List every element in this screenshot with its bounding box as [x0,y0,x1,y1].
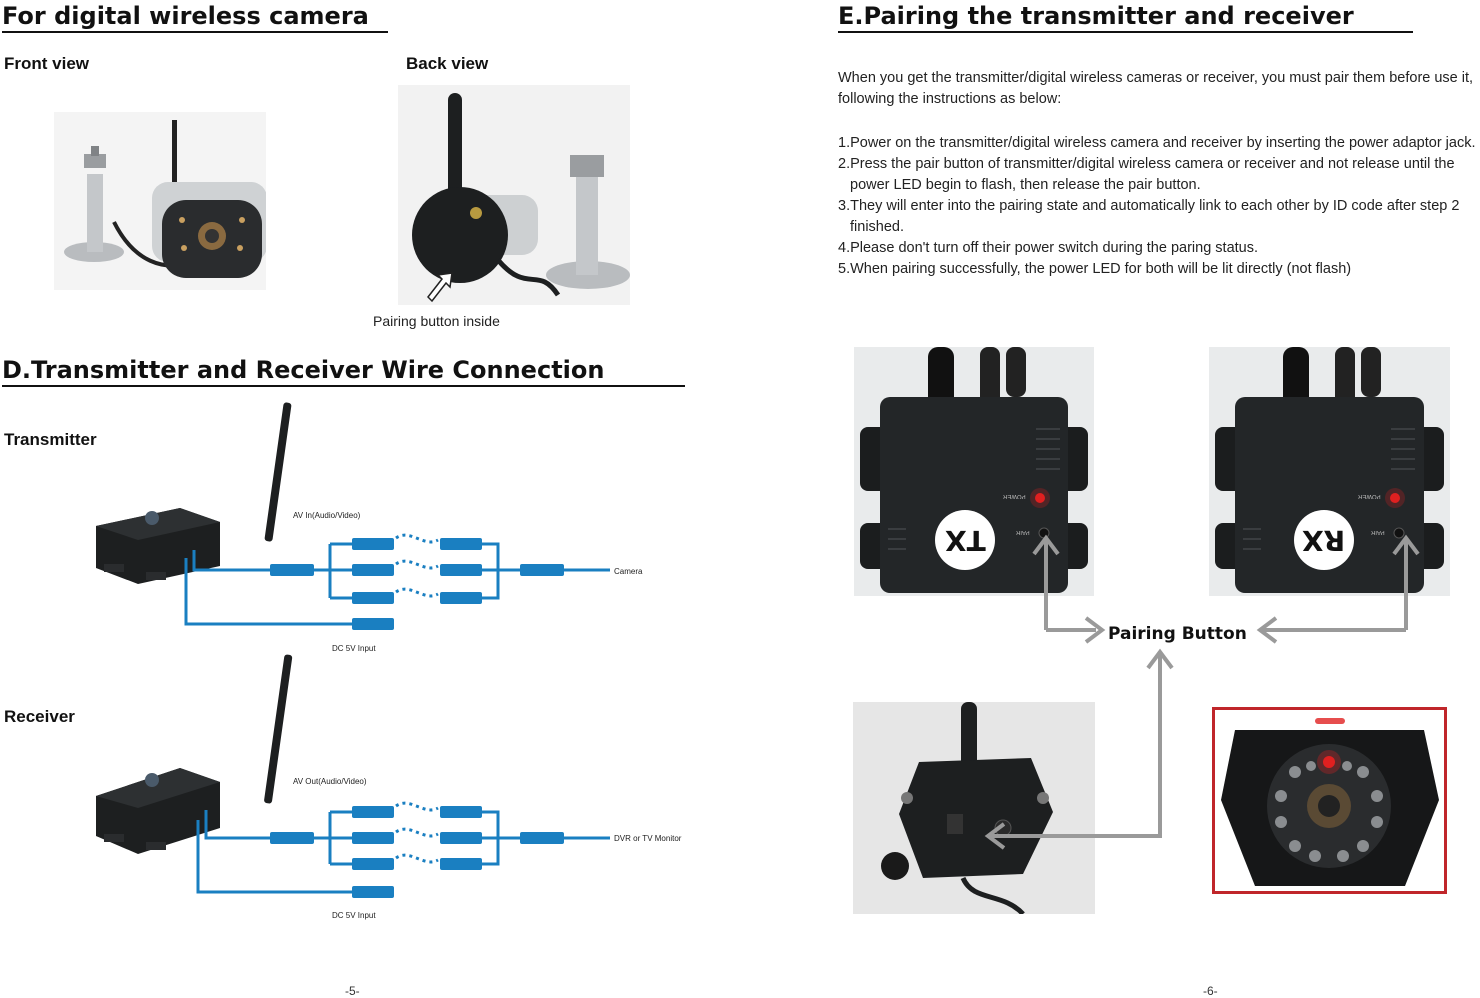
pairing-intro-text: When you get the transmitter/digital wir… [838,70,1474,107]
transmitter-dc-input-label: DC 5V Input [332,644,376,653]
front-view-label: Front view [4,54,90,73]
rx-badge: RX [1294,510,1354,570]
receiver-device [96,654,293,854]
camera-front-photo [54,112,266,290]
rx-device-photo [1209,347,1450,596]
transmitter-label: Transmitter [4,430,97,449]
pairing-button-inside-caption: Pairing button inside [373,313,500,329]
back-view-label: Back view [406,54,489,73]
pairing-step: 5.When pairing successfully, the power L… [838,261,1352,277]
receiver-av-out-label: AV Out(Audio/Video) [293,777,367,786]
pairing-section-heading: E.Pairing the transmitter and receiver [838,2,1413,33]
receiver-dvr-monitor-label: DVR or TV Monitor [614,834,682,843]
pairing-step: 1.Power on the transmitter/digital wirel… [838,135,1476,151]
camera-back-photo [398,85,630,305]
camera-front-led-photo [1212,707,1447,894]
pairing-step: 2.Press the pair button of transmitter/d… [838,156,1455,193]
tx-power-label: POWER [1003,493,1026,499]
transmitter-av-in-label: AV In(Audio/Video) [293,511,361,520]
page-number-left: -5- [345,984,360,998]
camera-section-heading: For digital wireless camera [2,2,388,33]
wiring-section-heading: D.Transmitter and Receiver Wire Connecti… [2,356,685,387]
receiver-label: Receiver [4,707,75,726]
receiver-wiring-diagram [96,654,610,898]
transmitter-device [96,402,292,584]
pairing-steps-list: 1.Power on the transmitter/digital wirel… [838,133,1478,280]
tx-badge: TX [935,510,995,570]
transmitter-camera-label: Camera [614,567,643,576]
receiver-dc-input-label: DC 5V Input [332,911,376,920]
pairing-step: 3.They will enter into the pairing state… [838,198,1460,235]
pairing-button-label: Pairing Button [1108,624,1247,644]
pairing-step: 4.Please don't turn off their power swit… [838,240,1259,256]
transmitter-wiring-diagram [96,402,610,630]
camera-back-pair-photo [853,702,1095,914]
page-number-right: -6- [1203,984,1218,998]
pairing-arrows [984,534,1420,850]
rx-power-label: POWER [1358,493,1381,499]
